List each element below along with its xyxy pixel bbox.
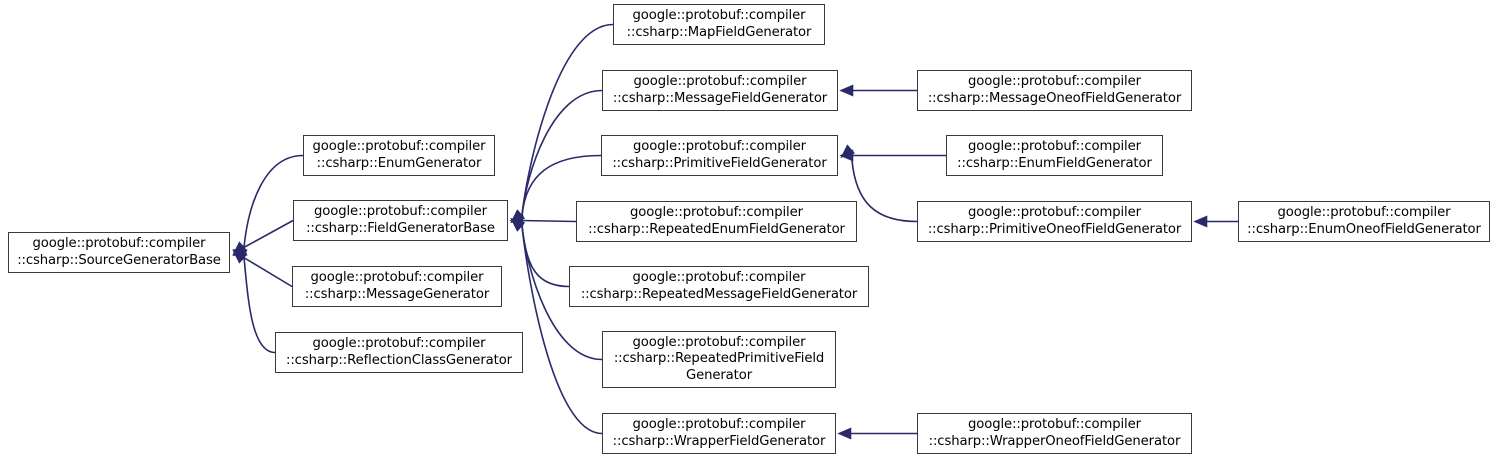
class-node-label-line: google::protobuf::compiler bbox=[312, 336, 486, 351]
class-node-message-oneof-field-generator[interactable]: google::protobuf::compiler::csharp::Mess… bbox=[917, 70, 1192, 111]
class-node-message-field-generator[interactable]: google::protobuf::compiler::csharp::Mess… bbox=[602, 70, 838, 111]
class-node-reflection-class-generator[interactable]: google::protobuf::compiler::csharp::Refl… bbox=[275, 332, 523, 373]
class-node-label-line: google::protobuf::compiler bbox=[633, 74, 807, 89]
class-node-repeated-message-field-generator[interactable]: google::protobuf::compiler::csharp::Repe… bbox=[569, 266, 869, 307]
class-node-label-line: google::protobuf::compiler bbox=[32, 236, 206, 251]
class-node-enum-field-generator[interactable]: google::protobuf::compiler::csharp::Enum… bbox=[946, 135, 1163, 176]
class-node-wrapper-oneof-field-generator[interactable]: google::protobuf::compiler::csharp::Wrap… bbox=[917, 413, 1192, 454]
class-node-label-line: ::csharp::PrimitiveOneofFieldGenerator bbox=[927, 221, 1182, 237]
class-node-label-line: ::csharp::WrapperFieldGenerator bbox=[612, 433, 826, 449]
class-node-enum-generator[interactable]: google::protobuf::compiler::csharp::Enum… bbox=[303, 135, 495, 176]
class-node-label-line: Generator bbox=[685, 367, 753, 383]
class-node-label-line: ::csharp::ReflectionClassGenerator bbox=[285, 352, 512, 368]
class-node-repeated-primitive-field-generator[interactable]: google::protobuf::compiler::csharp::Repe… bbox=[602, 331, 836, 388]
class-node-label-line: ::csharp::MessageOneofFieldGenerator bbox=[927, 90, 1182, 106]
class-node-label-line: ::csharp::SourceGeneratorBase bbox=[17, 252, 221, 268]
class-node-label-line: google::protobuf::compiler bbox=[968, 74, 1141, 89]
class-node-label-line: google::protobuf::compiler bbox=[630, 205, 803, 220]
class-node-label-line: ::csharp::PrimitiveFieldGenerator bbox=[612, 155, 827, 171]
class-node-label-line: google::protobuf::compiler bbox=[968, 139, 1141, 154]
class-node-label-line: google::protobuf::compiler bbox=[632, 8, 806, 23]
class-node-label-line: google::protobuf::compiler bbox=[312, 139, 486, 154]
class-node-wrapper-field-generator[interactable]: google::protobuf::compiler::csharp::Wrap… bbox=[602, 413, 836, 454]
class-node-label-line: google::protobuf::compiler bbox=[968, 417, 1141, 432]
class-node-label-line: ::csharp::RepeatedEnumFieldGenerator bbox=[588, 221, 845, 237]
class-node-primitive-field-generator[interactable]: google::protobuf::compiler::csharp::Prim… bbox=[601, 135, 838, 176]
class-node-label-line: ::csharp::MapFieldGenerator bbox=[626, 24, 812, 40]
class-node-label-line: google::protobuf::compiler bbox=[632, 270, 806, 285]
class-node-label-line: google::protobuf::compiler bbox=[633, 139, 806, 154]
class-node-label-line: ::csharp::EnumGenerator bbox=[316, 155, 482, 171]
class-node-repeated-enum-field-generator[interactable]: google::protobuf::compiler::csharp::Repe… bbox=[576, 201, 857, 242]
class-node-label-line: ::csharp::FieldGeneratorBase bbox=[306, 220, 495, 236]
class-node-label-line: ::csharp::RepeatedPrimitiveField bbox=[613, 351, 825, 367]
class-node-label-line: ::csharp::EnumOneofFieldGenerator bbox=[1247, 221, 1481, 237]
class-node-label-line: ::csharp::WrapperOneofFieldGenerator bbox=[928, 433, 1181, 449]
class-node-primitive-oneof-field-generator[interactable]: google::protobuf::compiler::csharp::Prim… bbox=[917, 201, 1192, 242]
class-node-source-generator-base[interactable]: google::protobuf::compiler::csharp::Sour… bbox=[8, 232, 230, 273]
class-node-enum-oneof-field-generator[interactable]: google::protobuf::compiler::csharp::Enum… bbox=[1238, 201, 1490, 242]
class-node-label-line: google::protobuf::compiler bbox=[632, 417, 806, 432]
class-node-map-field-generator[interactable]: google::protobuf::compiler::csharp::MapF… bbox=[613, 4, 825, 45]
class-node-label-line: google::protobuf::compiler bbox=[1277, 205, 1451, 220]
class-node-label-line: google::protobuf::compiler bbox=[310, 270, 484, 285]
class-node-label-line: google::protobuf::compiler bbox=[314, 204, 487, 219]
class-node-label-line: google::protobuf::compiler bbox=[632, 334, 806, 350]
class-node-label-line: ::csharp::RepeatedMessageFieldGenerator bbox=[580, 286, 858, 302]
class-node-label-line: ::csharp::MessageFieldGenerator bbox=[612, 90, 828, 106]
class-node-message-generator[interactable]: google::protobuf::compiler::csharp::Mess… bbox=[292, 266, 502, 307]
class-node-label-line: ::csharp::MessageGenerator bbox=[304, 286, 490, 302]
class-node-label-line: google::protobuf::compiler bbox=[968, 205, 1141, 220]
class-node-label-line: ::csharp::EnumFieldGenerator bbox=[957, 155, 1152, 171]
class-node-field-generator-base[interactable]: google::protobuf::compiler::csharp::Fiel… bbox=[293, 200, 508, 241]
